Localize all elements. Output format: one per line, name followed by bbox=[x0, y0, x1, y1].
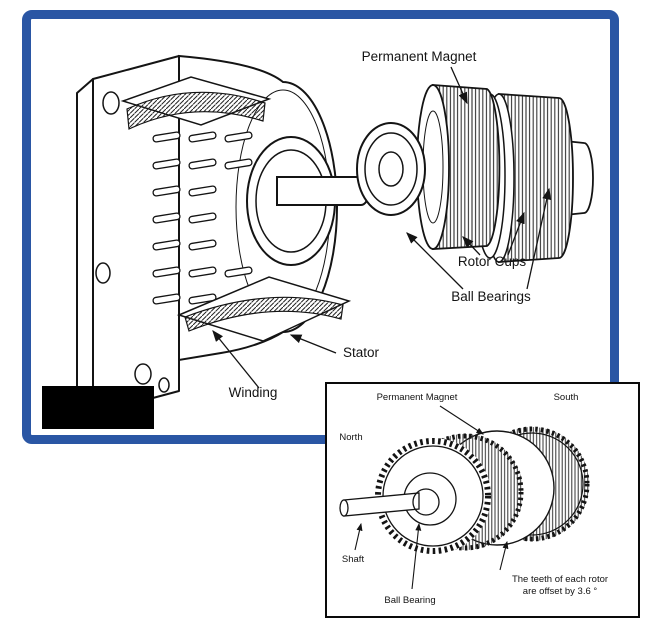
motor-cutaway-figure: Permanent Magnet Rotor Cups Ball Bearing… bbox=[22, 10, 619, 444]
winding-bottom bbox=[176, 276, 352, 342]
inset-label-permanent-magnet: Permanent Magnet bbox=[377, 392, 458, 403]
motor-shaft bbox=[276, 176, 370, 206]
leader-ball-bearing-right bbox=[526, 187, 552, 290]
rotor-cup-left bbox=[416, 84, 501, 250]
leader-permanent-magnet bbox=[450, 66, 468, 105]
stator-lamination-slots bbox=[152, 131, 253, 305]
leader-lines bbox=[212, 66, 552, 389]
inset-label-teeth-note-line2: are offset by 3.6 ° bbox=[523, 586, 598, 597]
flange-hole bbox=[95, 262, 111, 284]
label-stator: Stator bbox=[343, 345, 380, 360]
leader-winding bbox=[212, 329, 260, 389]
leader-rotor-cup-left bbox=[462, 236, 481, 256]
leader-shaft bbox=[354, 522, 363, 551]
motor-cutaway-art: Permanent Magnet Rotor Cups Ball Bearing… bbox=[76, 49, 594, 426]
inset-leader-lines bbox=[354, 405, 509, 590]
shaft bbox=[339, 492, 420, 517]
leader-stator bbox=[289, 334, 337, 354]
blacked-out-logo bbox=[42, 386, 154, 429]
inset-label-north: North bbox=[339, 432, 362, 443]
ball-bearing-ring bbox=[412, 488, 440, 516]
leader-rotor-cup-right bbox=[507, 211, 525, 256]
label-rotor-cups: Rotor Cups bbox=[458, 254, 527, 269]
flange-hole bbox=[134, 363, 152, 385]
ball-bearing-front bbox=[356, 122, 426, 216]
label-winding: Winding bbox=[229, 385, 278, 400]
inset-label-shaft: Shaft bbox=[342, 554, 365, 565]
mounting-flange bbox=[76, 55, 180, 426]
rotor-detail-inset: Permanent Magnet South North Shaft Ball … bbox=[325, 382, 640, 618]
winding-top bbox=[120, 76, 272, 130]
leader-permanent-magnet bbox=[439, 405, 484, 435]
flange-hole bbox=[102, 91, 120, 115]
inset-label-ball-bearing: Ball Bearing bbox=[384, 595, 435, 606]
inset-label-south: South bbox=[554, 392, 579, 403]
leader-ball-bearing bbox=[411, 522, 422, 590]
rotor-detail-art: Permanent Magnet South North Shaft Ball … bbox=[339, 392, 608, 606]
label-permanent-magnet: Permanent Magnet bbox=[362, 49, 477, 64]
inset-label-teeth-note-line1: The teeth of each rotor bbox=[512, 574, 608, 585]
leader-teeth-note bbox=[499, 540, 509, 571]
label-ball-bearings: Ball Bearings bbox=[451, 289, 531, 304]
leader-ball-bearing-left bbox=[406, 232, 464, 290]
flange-hole bbox=[158, 377, 170, 393]
